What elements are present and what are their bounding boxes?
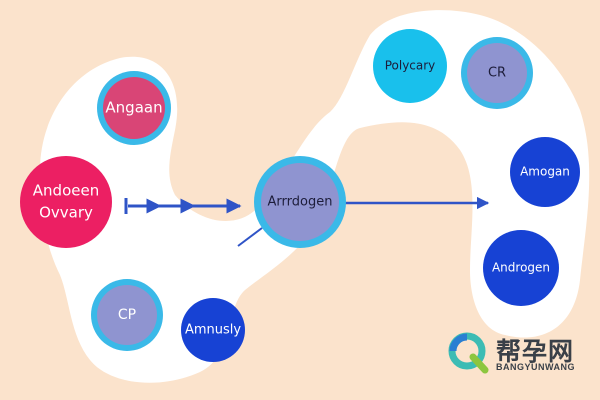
node-amnusly-label: Amnusly [185, 323, 241, 338]
node-cp-left-label: CP [118, 307, 136, 323]
node-cr[interactable]: CR [461, 37, 533, 109]
node-androgen-ovary-line1: Andoeen [33, 182, 99, 200]
node-androgen-right[interactable]: Androgen [483, 230, 559, 306]
node-polycary-label: Polycary [385, 59, 436, 73]
node-cr-label: CR [488, 66, 506, 81]
node-amogan-label: Amogan [520, 165, 570, 179]
node-cp-left[interactable]: CP [91, 279, 163, 351]
watermark-title: 帮孕网 [496, 337, 575, 366]
watermark-subtitle: BANGYUNWANG [496, 362, 575, 372]
watermark: 帮孕网 BANGYUNWANG [446, 330, 596, 376]
node-androgen-right-label: Androgen [492, 261, 550, 275]
connector-diagonal [237, 227, 263, 247]
node-androgen-ovary[interactable]: Andoeen Ovvary [20, 156, 112, 248]
node-amnusly[interactable]: Amnusly [181, 298, 245, 362]
arrow-left-group [124, 198, 242, 214]
node-androgen-ovary-line2: Ovvary [39, 204, 93, 222]
watermark-logo-icon [448, 332, 489, 374]
node-polycary[interactable]: Polycary [373, 29, 447, 103]
node-amogan[interactable]: Amogan [510, 137, 580, 207]
node-angaan[interactable]: Angaan [97, 71, 171, 145]
callout-tail [330, 120, 356, 142]
node-angaan-label: Angaan [105, 99, 162, 117]
node-androgen-center-label: Arrrdogen [268, 195, 333, 210]
node-androgen-center[interactable]: Arrrdogen [254, 156, 346, 248]
